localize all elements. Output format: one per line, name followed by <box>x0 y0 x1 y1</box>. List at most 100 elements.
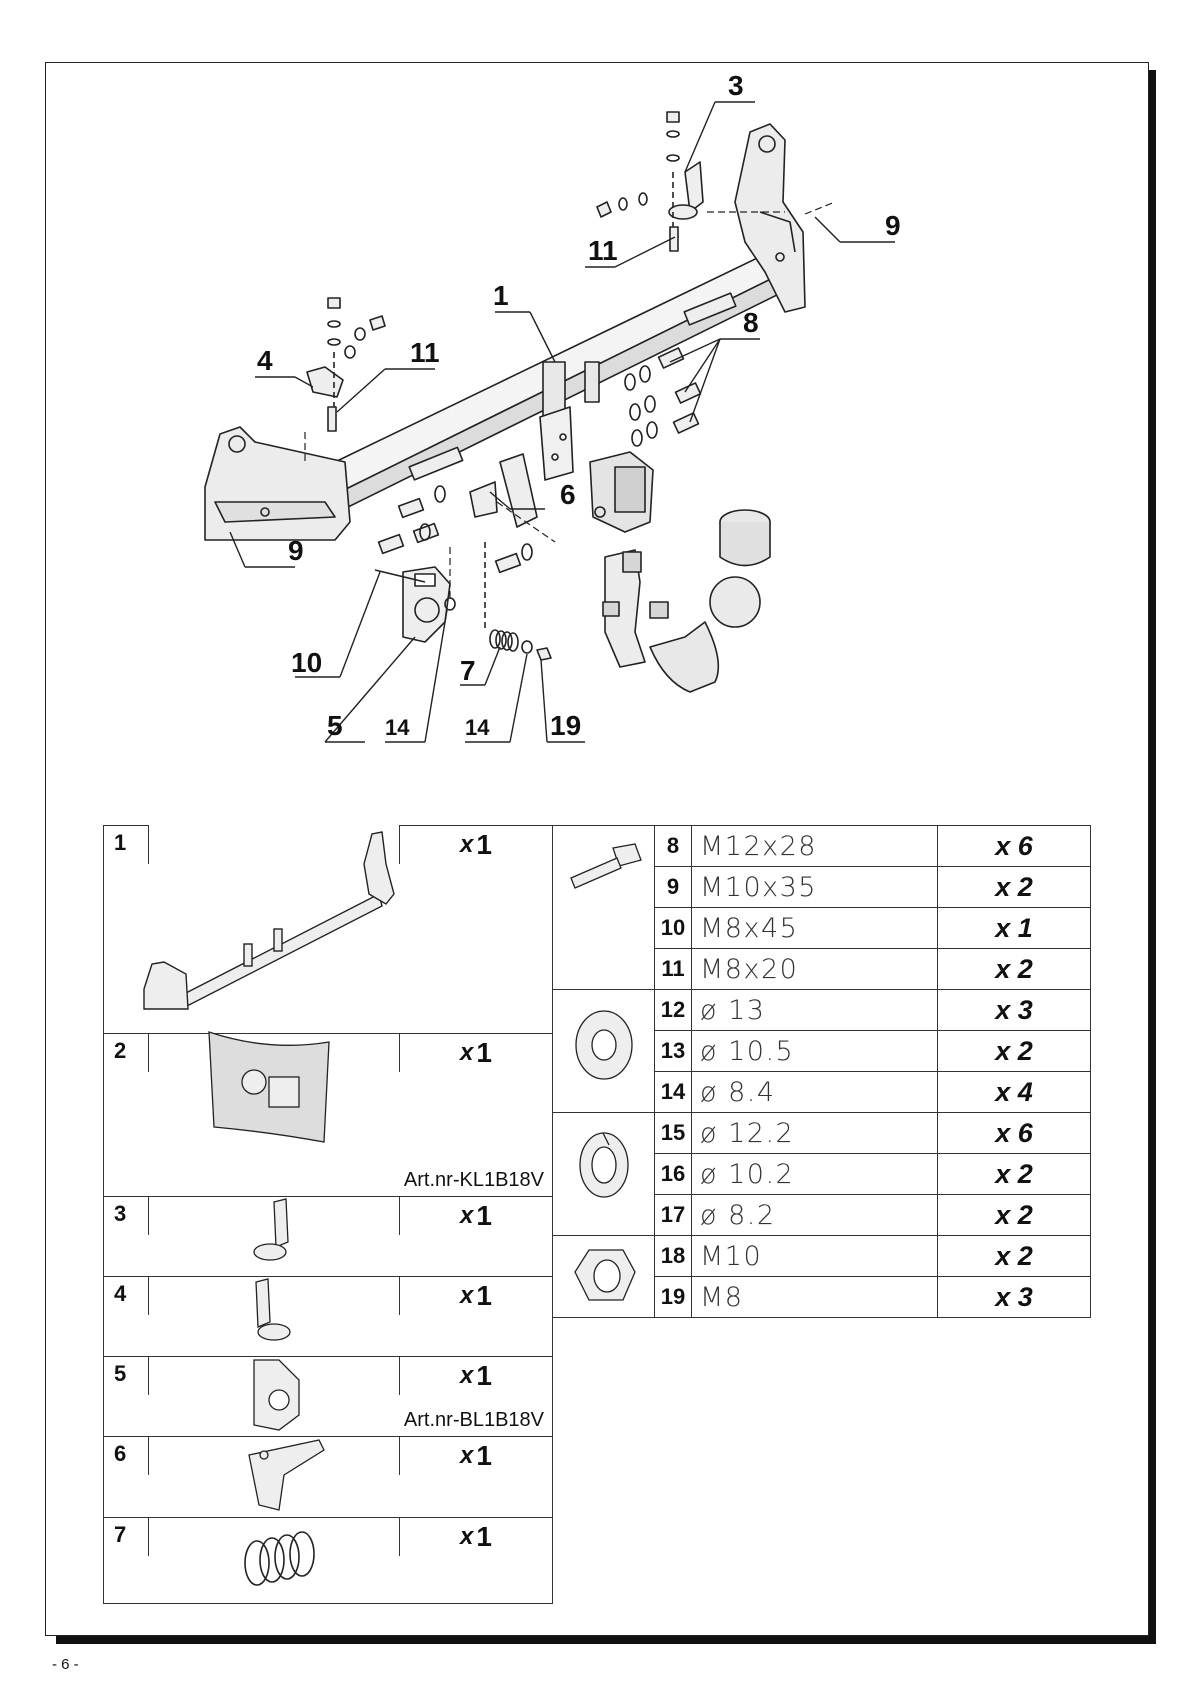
row-qty-14: x 4 <box>937 1071 1091 1113</box>
part-number-4: 4 <box>103 1276 149 1316</box>
part-image-cell-3 <box>103 1198 553 1277</box>
bolt-icon-cell <box>552 825 655 990</box>
row-size-17: ø 8.2 <box>691 1194 938 1236</box>
diagram-svg: 3 9 11 1 8 4 11 6 9 10 7 5 14 14 19 <box>204 70 901 743</box>
part-number-3: 3 <box>103 1196 149 1236</box>
callout-11-top: 11 <box>588 235 618 266</box>
wiring-kit-thumbnail-icon <box>208 1031 330 1143</box>
row-size-14: ø 8.4 <box>691 1071 938 1113</box>
page-number: - 6 - <box>52 1656 79 1673</box>
callout-4: 4 <box>257 345 273 376</box>
exploded-assembly-diagram: 3 9 11 1 8 4 11 6 9 10 7 5 14 14 19 <box>45 62 1149 822</box>
row-qty-13: x 2 <box>937 1030 1091 1072</box>
row-num-16: 16 <box>654 1153 692 1195</box>
nut-icon-cell <box>552 1235 655 1318</box>
callout-14-left: 14 <box>385 715 410 740</box>
bracket-6-thumbnail-icon <box>248 1439 325 1511</box>
leader-lines <box>229 101 895 743</box>
callout-3: 3 <box>728 70 744 101</box>
callout-7: 7 <box>460 655 476 686</box>
row-num-9: 9 <box>654 866 692 908</box>
article-number-wiring: Art.nr-KL1B18V <box>403 1169 544 1191</box>
callout-11-left: 11 <box>410 337 440 368</box>
part-number-6: 6 <box>103 1436 149 1476</box>
row-size-18: M10 <box>691 1235 938 1277</box>
bolt-set-8 <box>624 347 702 447</box>
callout-19: 19 <box>550 710 581 741</box>
row-num-10: 10 <box>654 907 692 949</box>
article-number-plate: Art.nr-BL1B18V <box>403 1409 544 1431</box>
part-image-cell-7 <box>103 1531 553 1604</box>
row-num-8: 8 <box>654 825 692 867</box>
spring-7-drawing <box>484 542 552 661</box>
row-size-13: ø 10.5 <box>691 1030 938 1072</box>
callout-1: 1 <box>493 280 509 311</box>
row-qty-19: x 3 <box>937 1276 1091 1318</box>
part-number-7: 7 <box>103 1517 149 1557</box>
row-qty-12: x 3 <box>937 989 1091 1031</box>
row-size-9: M10x35 <box>691 866 938 908</box>
row-size-15: ø 12.2 <box>691 1112 938 1154</box>
callout-9-right: 9 <box>885 210 901 241</box>
part-image-cell-2: Art.nr-KL1B18V <box>103 1031 553 1197</box>
row-size-8: M12x28 <box>691 825 938 867</box>
row-num-11: 11 <box>654 948 692 990</box>
socket-plate-thumbnail-icon <box>253 1359 300 1431</box>
part-number-1: 1 <box>103 825 149 865</box>
callout-6: 6 <box>560 479 576 510</box>
row-size-10: M8x45 <box>691 907 938 949</box>
part-image-cell-4 <box>103 1278 553 1357</box>
flat-washer-icon <box>575 1010 633 1080</box>
row-size-11: M8x20 <box>691 948 938 990</box>
callout-10: 10 <box>291 647 322 678</box>
spring-washer-icon <box>579 1132 629 1198</box>
row-num-15: 15 <box>654 1112 692 1154</box>
part-number-2: 2 <box>103 1033 149 1073</box>
crossbeam-drawing <box>204 123 806 541</box>
row-num-12: 12 <box>654 989 692 1031</box>
bracket-4-thumbnail-icon <box>255 1278 291 1341</box>
callout-8: 8 <box>743 307 759 338</box>
bracket-3-drawing <box>596 111 704 252</box>
row-qty-10: x 1 <box>937 907 1091 949</box>
row-qty-11: x 2 <box>937 948 1091 990</box>
callout-14-right: 14 <box>465 715 490 740</box>
row-size-16: ø 10.2 <box>691 1153 938 1195</box>
crossbeam-thumbnail-icon <box>143 831 395 1010</box>
socket-plate-5-drawing <box>374 566 456 643</box>
bracket-3-thumbnail-icon <box>253 1198 289 1261</box>
part-image-cell-1 <box>103 831 553 1034</box>
row-num-13: 13 <box>654 1030 692 1072</box>
row-qty-17: x 2 <box>937 1194 1091 1236</box>
row-size-12: ø 13 <box>691 989 938 1031</box>
callout-5: 5 <box>327 710 343 741</box>
assembly-lines <box>304 201 836 602</box>
row-num-18: 18 <box>654 1235 692 1277</box>
part-number-5: 5 <box>103 1356 149 1396</box>
spring-washer-icon-cell <box>552 1112 655 1236</box>
row-qty-18: x 2 <box>937 1235 1091 1277</box>
row-qty-8: x 6 <box>937 825 1091 867</box>
tow-ball-drawing <box>602 509 771 693</box>
bolt-set-left <box>377 485 533 574</box>
spring-thumbnail-icon <box>244 1531 315 1586</box>
callout-9-left: 9 <box>288 535 304 566</box>
hex-nut-icon <box>574 1249 636 1301</box>
row-qty-15: x 6 <box>937 1112 1091 1154</box>
row-size-19: M8 <box>691 1276 938 1318</box>
row-qty-16: x 2 <box>937 1153 1091 1195</box>
row-num-19: 19 <box>654 1276 692 1318</box>
hex-bolt-icon <box>570 843 642 889</box>
row-num-17: 17 <box>654 1194 692 1236</box>
part-image-cell-5: Art.nr-BL1B18V <box>103 1359 553 1437</box>
washer-icon-cell <box>552 989 655 1113</box>
part-image-cell-6 <box>103 1439 553 1518</box>
socket-box-drawing <box>589 451 654 533</box>
